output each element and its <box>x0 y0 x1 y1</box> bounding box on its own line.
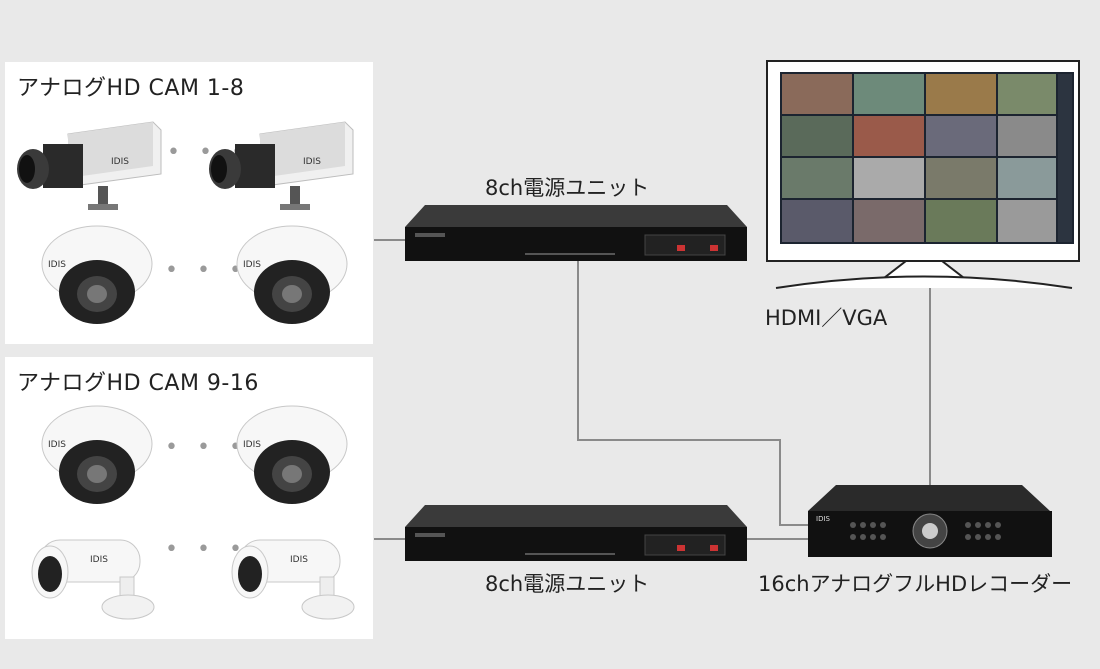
dome-camera-icon: IDIS <box>236 225 348 324</box>
brand-logo: IDIS <box>303 157 321 167</box>
dome-camera-icon: IDIS <box>41 405 153 504</box>
dome-camera-icon: IDIS <box>236 405 348 504</box>
monitor-video-grid <box>782 74 1056 242</box>
camera-group-title: アナログHD CAM 1-8 <box>17 76 245 101</box>
bullet-camera-icon: IDIS <box>231 539 355 620</box>
camera-group-title: アナログHD CAM 9-16 <box>17 371 259 396</box>
power-unit-label: 8ch電源ユニット <box>485 572 650 596</box>
power-unit-device <box>405 205 747 261</box>
bullet-camera-icon: IDIS <box>31 539 155 620</box>
box-camera-icon: IDIS <box>209 121 354 210</box>
power-unit-label: 8ch電源ユニット <box>485 176 650 200</box>
dome-camera-icon: IDIS <box>41 225 153 324</box>
brand-logo: IDIS <box>48 260 66 270</box>
camera-group-panel-2: アナログHD CAM 9-16 IDIS • • • • IDIS IDIS •… <box>5 357 373 639</box>
brand-logo: IDIS <box>111 157 129 167</box>
brand-logo: IDIS <box>816 515 831 523</box>
brand-logo: IDIS <box>290 555 308 565</box>
brand-logo: IDIS <box>243 440 261 450</box>
brand-logo: IDIS <box>243 260 261 270</box>
box-camera-icon: IDIS <box>17 121 162 210</box>
brand-logo: IDIS <box>90 555 108 565</box>
camera-group-panel-1: アナログHD CAM 1-8 IDIS • • • • IDIS IDIS • … <box>5 62 373 344</box>
brand-logo: IDIS <box>48 440 66 450</box>
monitor-icon <box>766 60 1080 289</box>
power-unit-device <box>405 505 747 561</box>
recorder-label: 16chアナログフルHDレコーダー <box>758 572 1073 596</box>
recorder-device: IDIS <box>808 485 1052 557</box>
connection-label: HDMI／VGA <box>765 306 888 330</box>
line-psu1-to-recorder <box>577 258 810 526</box>
